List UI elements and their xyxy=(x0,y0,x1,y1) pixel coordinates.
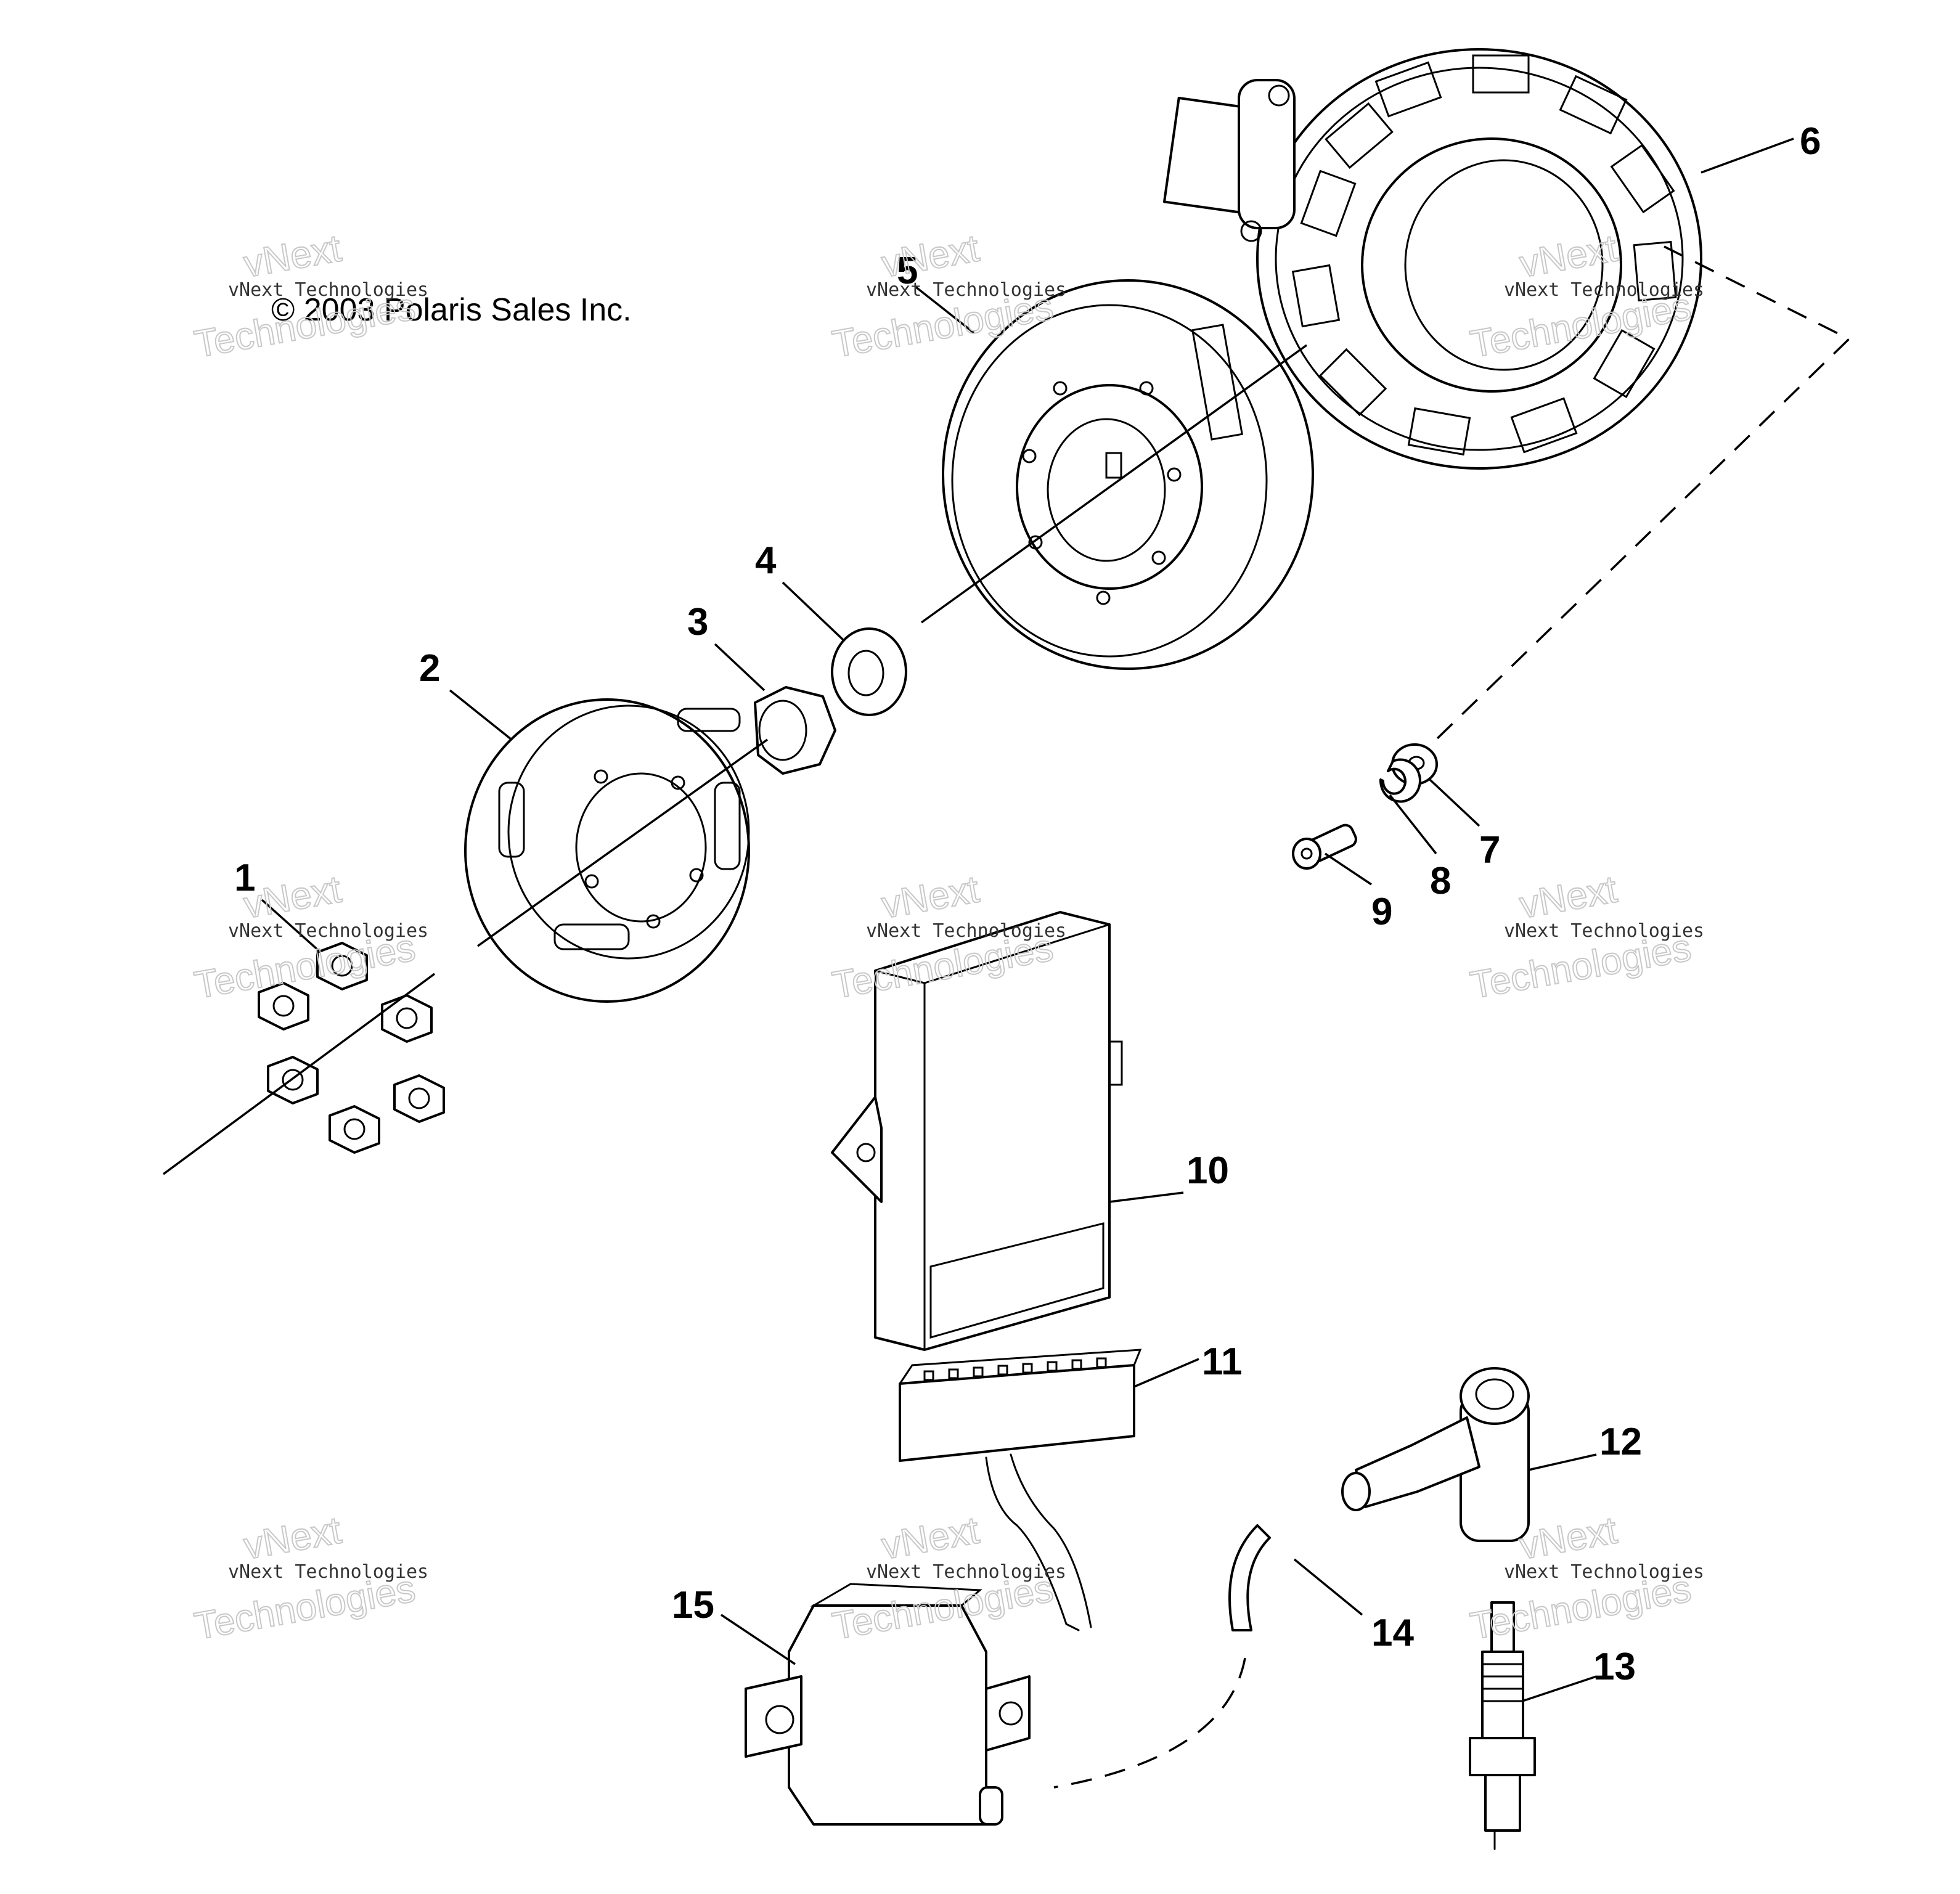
callout-3: 3 xyxy=(687,601,708,643)
svg-text:vNext: vNext xyxy=(878,1509,982,1567)
stator-dashed-axis xyxy=(1435,245,1851,741)
callout-2: 2 xyxy=(419,647,440,690)
svg-text:vNext Technologies: vNext Technologies xyxy=(866,920,1066,942)
svg-text:vNext: vNext xyxy=(878,868,982,926)
bolts-part-1 xyxy=(258,942,445,1154)
watermark-stamp: vNext Technologies vNext Technologies xyxy=(828,1508,1066,1648)
nut-part-3 xyxy=(754,686,836,775)
stator-part-6 xyxy=(1162,48,1702,470)
svg-text:vNext Technologies: vNext Technologies xyxy=(1504,279,1704,301)
connector-part-11 xyxy=(899,1349,1142,1631)
svg-text:vNext: vNext xyxy=(240,1509,344,1567)
callout-1: 1 xyxy=(234,857,255,899)
svg-text:vNext: vNext xyxy=(1516,868,1620,926)
svg-text:vNext: vNext xyxy=(240,227,344,285)
callout-9: 9 xyxy=(1371,891,1392,933)
leader-lines xyxy=(261,137,1794,1702)
watermark-stamp: vNext Technologies vNext Technologies xyxy=(190,1508,428,1648)
callout-10: 10 xyxy=(1186,1149,1229,1192)
svg-text:vNext: vNext xyxy=(878,227,982,285)
starter-cup-part-2 xyxy=(464,698,750,1003)
cdi-box-part-10 xyxy=(831,911,1123,1351)
svg-text:vNext Technologies: vNext Technologies xyxy=(228,279,428,301)
watermark-stamp: vNext Technologies vNext Technologies xyxy=(190,226,428,366)
svg-text:vNext: vNext xyxy=(1516,1509,1620,1567)
callout-12: 12 xyxy=(1599,1421,1642,1463)
lock-washer-part-8 xyxy=(1379,758,1421,803)
callout-11: 11 xyxy=(1202,1341,1243,1383)
watermark-stamp: vNext Technologies vNext Technologies xyxy=(1466,867,1704,1007)
svg-text:vNext Technologies: vNext Technologies xyxy=(866,279,1066,301)
copyright-notice: © 2003 Polaris Sales Inc. xyxy=(271,292,632,328)
callout-8: 8 xyxy=(1430,860,1451,902)
callout-13: 13 xyxy=(1593,1646,1636,1688)
spark-plug-part-13 xyxy=(1469,1601,1536,1850)
callout-14: 14 xyxy=(1371,1612,1414,1654)
washer-part-4 xyxy=(831,627,907,716)
assembly-axis xyxy=(162,973,436,1175)
svg-text:vNext Technologies: vNext Technologies xyxy=(228,920,428,942)
watermark-stamp: vNext Technologies vNext Technologies xyxy=(190,867,428,1007)
ignition-wire-part-14 xyxy=(1053,1524,1271,1789)
svg-text:vNext Technologies: vNext Technologies xyxy=(228,1561,428,1583)
plug-cap-part-12 xyxy=(1341,1367,1530,1542)
callout-6: 6 xyxy=(1800,120,1821,163)
ignition-coil-part-15 xyxy=(745,1583,1031,1826)
callout-numbers: 1 2 3 4 5 6 7 8 9 10 11 12 13 14 15 xyxy=(234,120,1821,1688)
callout-7: 7 xyxy=(1479,829,1500,871)
callout-5: 5 xyxy=(897,250,918,292)
callout-15: 15 xyxy=(672,1584,714,1627)
svg-text:vNext: vNext xyxy=(240,868,344,926)
callout-4: 4 xyxy=(755,539,777,582)
svg-text:vNext Technologies: vNext Technologies xyxy=(1504,920,1704,942)
svg-text:vNext Technologies: vNext Technologies xyxy=(1504,1561,1704,1583)
screw-part-9 xyxy=(1292,823,1357,870)
svg-text:vNext Technologies: vNext Technologies xyxy=(866,1561,1066,1583)
